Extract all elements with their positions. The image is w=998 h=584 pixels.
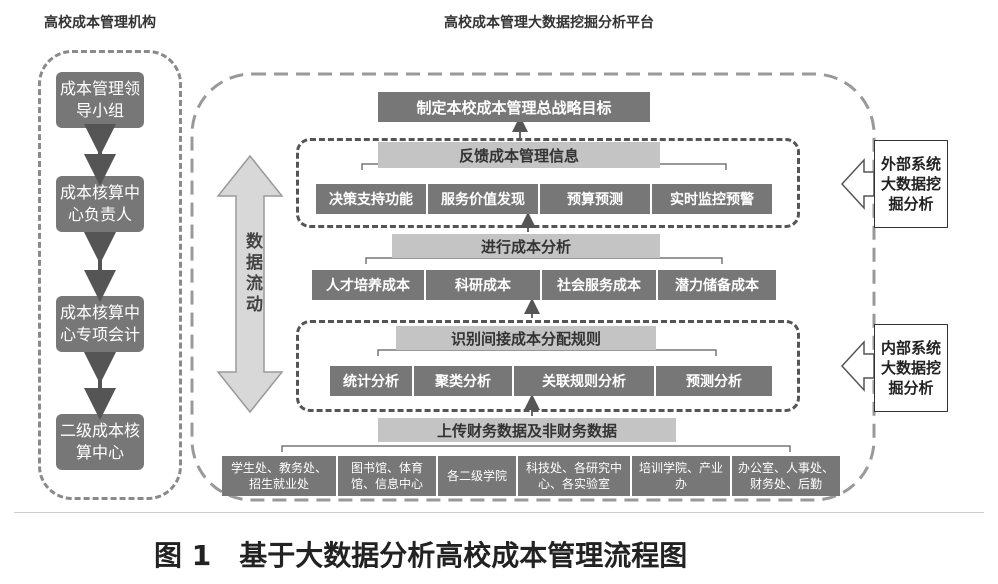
feedback-item: 决策支持功能 [316, 184, 428, 214]
analysis-item: 科研成本 [426, 270, 542, 300]
feedback-frame [296, 138, 800, 228]
rules-row: 统计分析 聚类分析 关联规则分析 预测分析 [330, 366, 772, 396]
rules-item: 聚类分析 [414, 366, 514, 396]
rules-item: 预测分析 [656, 366, 772, 396]
org-secondary-center: 二级成本核算中心 [56, 414, 144, 470]
internal-analysis-box: 内部系统大数据挖掘分析 [874, 324, 948, 412]
rules-frame [296, 320, 800, 412]
rules-title: 识别间接成本分配规则 [396, 326, 656, 350]
figure-caption: 图 1 基于大数据分析高校成本管理流程图 [154, 539, 688, 572]
rules-item: 统计分析 [330, 366, 414, 396]
org-leadership: 成本管理领导小组 [56, 72, 144, 128]
right-header: 高校成本管理大数据挖掘分析平台 [444, 15, 654, 31]
feedback-title: 反馈成本管理信息 [378, 142, 660, 168]
left-header: 高校成本管理机构 [44, 15, 156, 31]
upload-branch [281, 445, 791, 452]
external-analysis-box: 外部系统大数据挖掘分析 [874, 140, 948, 228]
org-center-head: 成本核算中心负责人 [56, 176, 144, 232]
feedback-item: 实时监控预警 [652, 184, 772, 214]
analysis-item: 人才培养成本 [312, 270, 426, 300]
org-center-accountant: 成本核算中心专项会计 [56, 296, 144, 352]
rules-item: 关联规则分析 [514, 366, 656, 396]
source-item: 各二级学院 [438, 456, 518, 496]
data-flow-arrow [216, 154, 284, 414]
analysis-branch [365, 257, 723, 264]
org-container [38, 50, 182, 500]
source-item: 学生处、教务处、招生就业处 [222, 456, 338, 496]
upload-title: 上传财务数据及非财务数据 [378, 418, 676, 442]
goal-box: 制定本校成本管理总战略目标 [378, 92, 650, 122]
feedback-item: 预算预测 [540, 184, 652, 214]
source-item: 科技处、各研究中心、各实验室 [518, 456, 632, 496]
rules-branch [377, 349, 717, 356]
data-flow-label: 数据流动 [242, 232, 262, 316]
source-row: 学生处、教务处、招生就业处 图书馆、体育馆、信息中心 各二级学院 科技处、各研究… [222, 456, 840, 496]
analysis-item: 社会服务成本 [542, 270, 658, 300]
source-item: 图书馆、体育馆、信息中心 [338, 456, 438, 496]
caption-divider [14, 512, 984, 513]
analysis-title: 进行成本分析 [392, 234, 660, 258]
feedback-row: 决策支持功能 服务价值发现 预算预测 实时监控预警 [316, 184, 772, 214]
internal-arrow [840, 340, 875, 392]
source-item: 办公室、人事处、财务处、后勤 [732, 456, 840, 496]
feedback-item: 服务价值发现 [428, 184, 540, 214]
source-item: 培训学院、产业办 [632, 456, 732, 496]
analysis-item: 潜力储备成本 [658, 270, 776, 300]
external-arrow [840, 158, 875, 210]
analysis-row: 人才培养成本 科研成本 社会服务成本 潜力储备成本 [312, 270, 776, 300]
